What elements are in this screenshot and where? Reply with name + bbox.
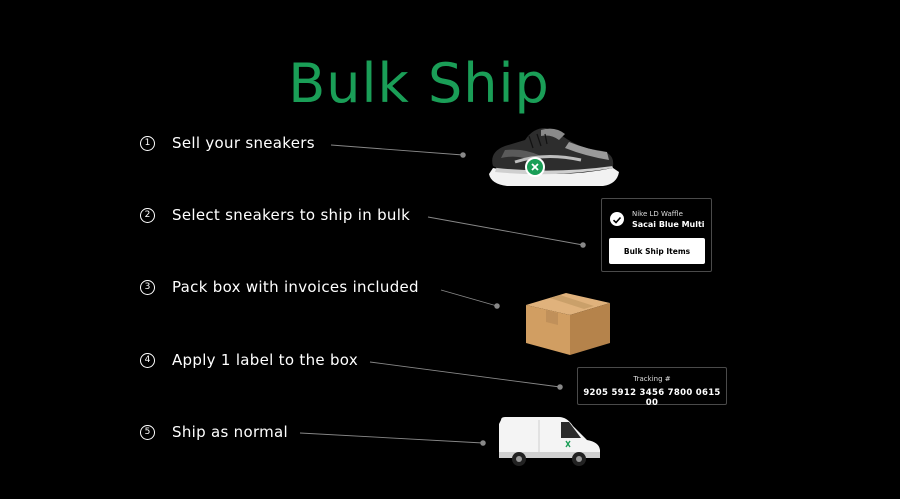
- delivery-van-illustration: [499, 417, 600, 466]
- step-number-badge: 3: [140, 279, 155, 295]
- step-1: 1 Sell your sneakers: [140, 132, 315, 154]
- x-logo-icon: [525, 157, 545, 177]
- step-label: Ship as normal: [172, 423, 289, 441]
- connector-line-4: [369, 361, 561, 388]
- connector-line-5: [299, 432, 484, 444]
- step-label: Select sneakers to ship in bulk: [172, 206, 411, 224]
- step-number-badge: 4: [140, 352, 155, 368]
- step-number-badge: 2: [140, 207, 155, 223]
- page-title: Bulk Ship: [288, 52, 550, 115]
- connector-line-1: [330, 144, 464, 156]
- product-card: Nike LD Waffle Sacai Blue Multi Bulk Shi…: [601, 198, 712, 272]
- step-label: Apply 1 label to the box: [172, 351, 358, 369]
- check-circle-icon: [610, 212, 624, 226]
- tracking-label: Tracking #: [633, 375, 671, 383]
- tracking-card: Tracking # 9205 5912 3456 7800 0615 00: [577, 367, 727, 408]
- connector-line-2: [427, 216, 584, 246]
- product-colorway: Sacai Blue Multi: [632, 220, 705, 229]
- step-number-badge: 5: [140, 424, 155, 440]
- connector-line-3: [440, 289, 498, 307]
- sneaker-illustration: [489, 128, 619, 186]
- step-3: 3 Pack box with invoices included: [140, 276, 419, 298]
- step-label: Sell your sneakers: [172, 134, 315, 152]
- step-label: Pack box with invoices included: [172, 278, 419, 296]
- step-5: 5 Ship as normal: [140, 421, 288, 443]
- step-number-badge: 1: [140, 135, 155, 151]
- bulk-ship-items-button[interactable]: Bulk Ship Items: [609, 238, 705, 264]
- step-2: 2 Select sneakers to ship in bulk: [140, 204, 410, 226]
- step-4: 4 Apply 1 label to the box: [140, 349, 358, 371]
- tracking-number: 9205 5912 3456 7800 0615 00: [583, 388, 721, 408]
- product-model: Nike LD Waffle: [632, 210, 683, 218]
- cardboard-box-illustration: [526, 293, 610, 355]
